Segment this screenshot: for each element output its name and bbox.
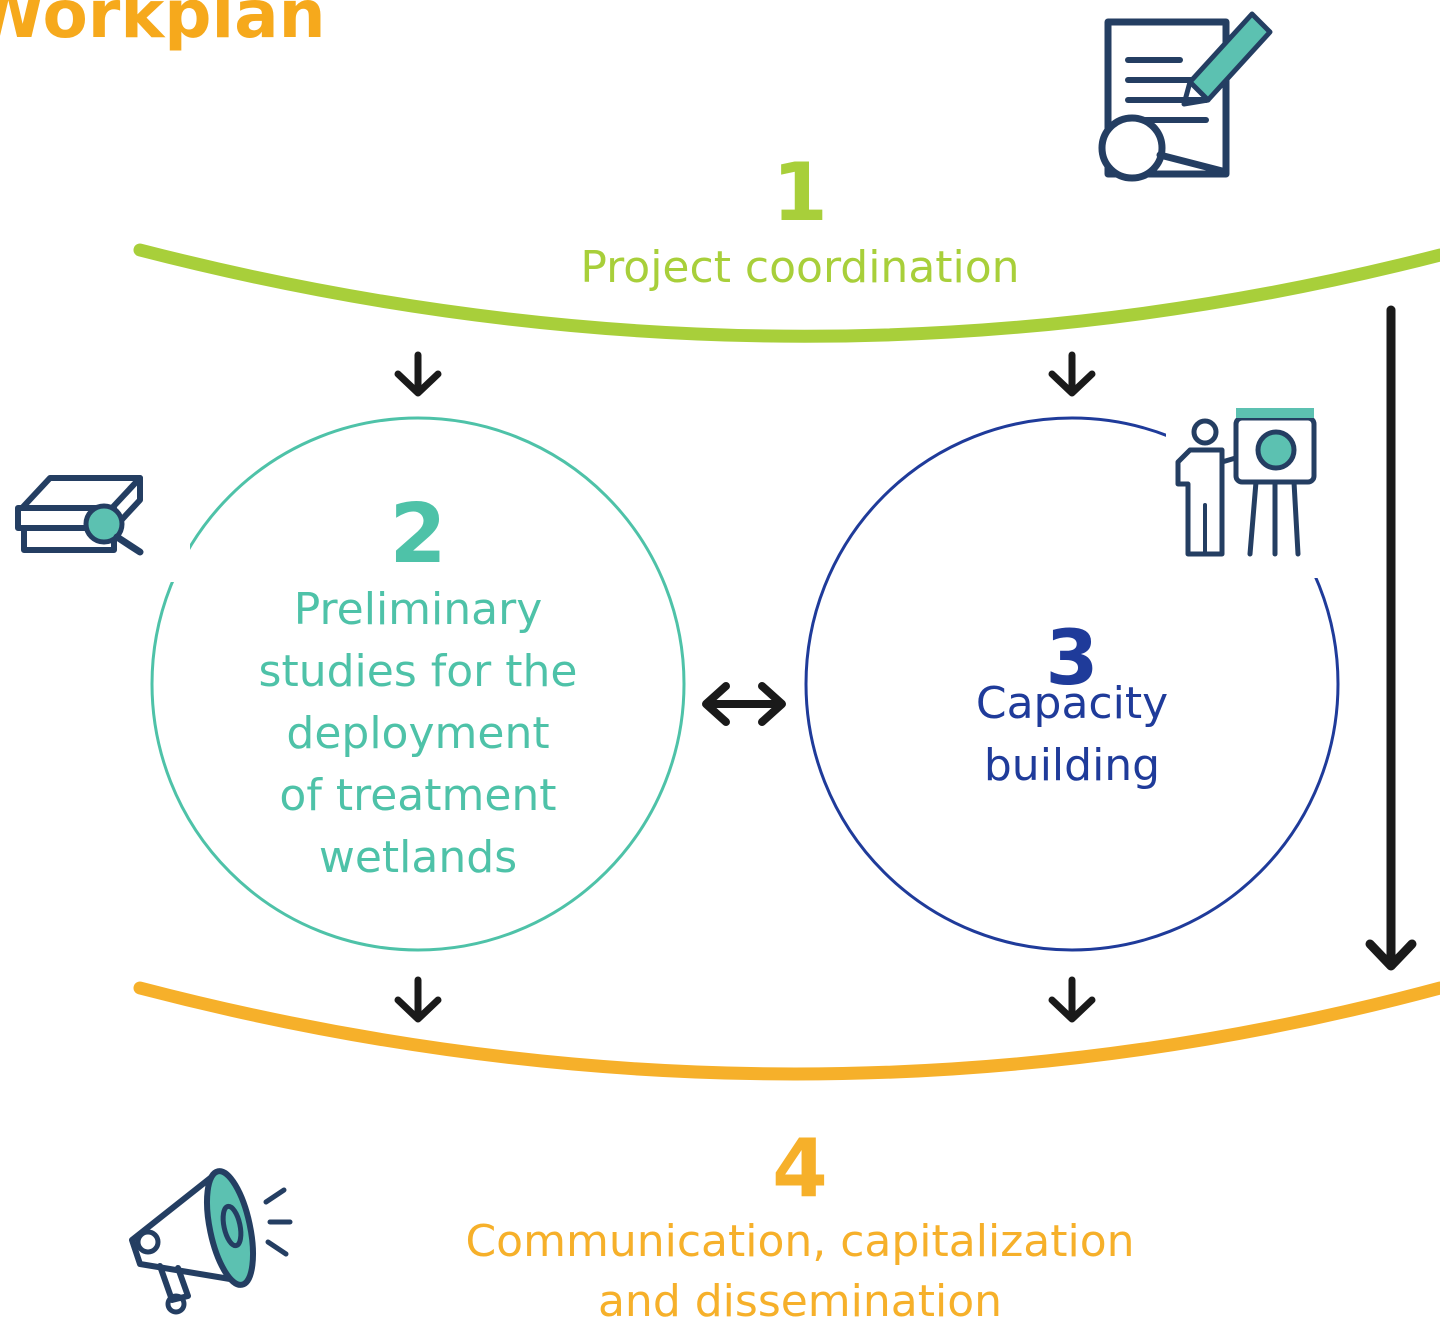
page-title: Workplan xyxy=(0,0,326,53)
step-2-label-line: of treatment xyxy=(279,770,556,821)
step-3-label-line: building xyxy=(984,740,1160,791)
step-2-circle xyxy=(150,416,686,952)
step-2-label: Preliminary studies for the deployment o… xyxy=(259,584,578,883)
step-1-number: 1 xyxy=(772,146,828,239)
step-2-label-line: Preliminary xyxy=(294,584,542,635)
double-arrow-2-3 xyxy=(702,682,786,726)
arrow-1-to-4 xyxy=(1365,305,1417,971)
step-4-label-line: Communication, capitalization xyxy=(465,1216,1134,1267)
presenter-easel-icon xyxy=(1175,408,1317,557)
arrow-3-to-4 xyxy=(1048,976,1096,1023)
step-2-label-line: studies for the xyxy=(259,646,578,697)
books-magnifier-icon xyxy=(15,475,144,556)
megaphone-icon xyxy=(129,1168,293,1315)
step-3-label-line: Capacity xyxy=(976,678,1168,729)
step-2-label-line: wetlands xyxy=(319,832,517,883)
arrow-1-to-3 xyxy=(1048,351,1096,397)
step-3-circle xyxy=(804,416,1340,952)
document-pen-icon xyxy=(1098,11,1273,182)
step-3-number: 3 xyxy=(1046,613,1099,702)
step-4-label-line: and dissemination xyxy=(598,1276,1002,1322)
step-1-label: Project coordination xyxy=(580,242,1019,293)
step-3-label: Capacity building xyxy=(976,678,1168,791)
step-4-number: 4 xyxy=(772,1122,828,1215)
arrow-2-to-4 xyxy=(394,976,442,1023)
step-4-label: Communication, capitalization and dissem… xyxy=(465,1216,1134,1322)
coordination-band xyxy=(133,243,1440,343)
arrow-1-to-2 xyxy=(394,351,442,397)
step-2-number: 2 xyxy=(389,487,446,582)
step-2-label-line: deployment xyxy=(286,708,549,759)
communication-band xyxy=(133,981,1440,1081)
